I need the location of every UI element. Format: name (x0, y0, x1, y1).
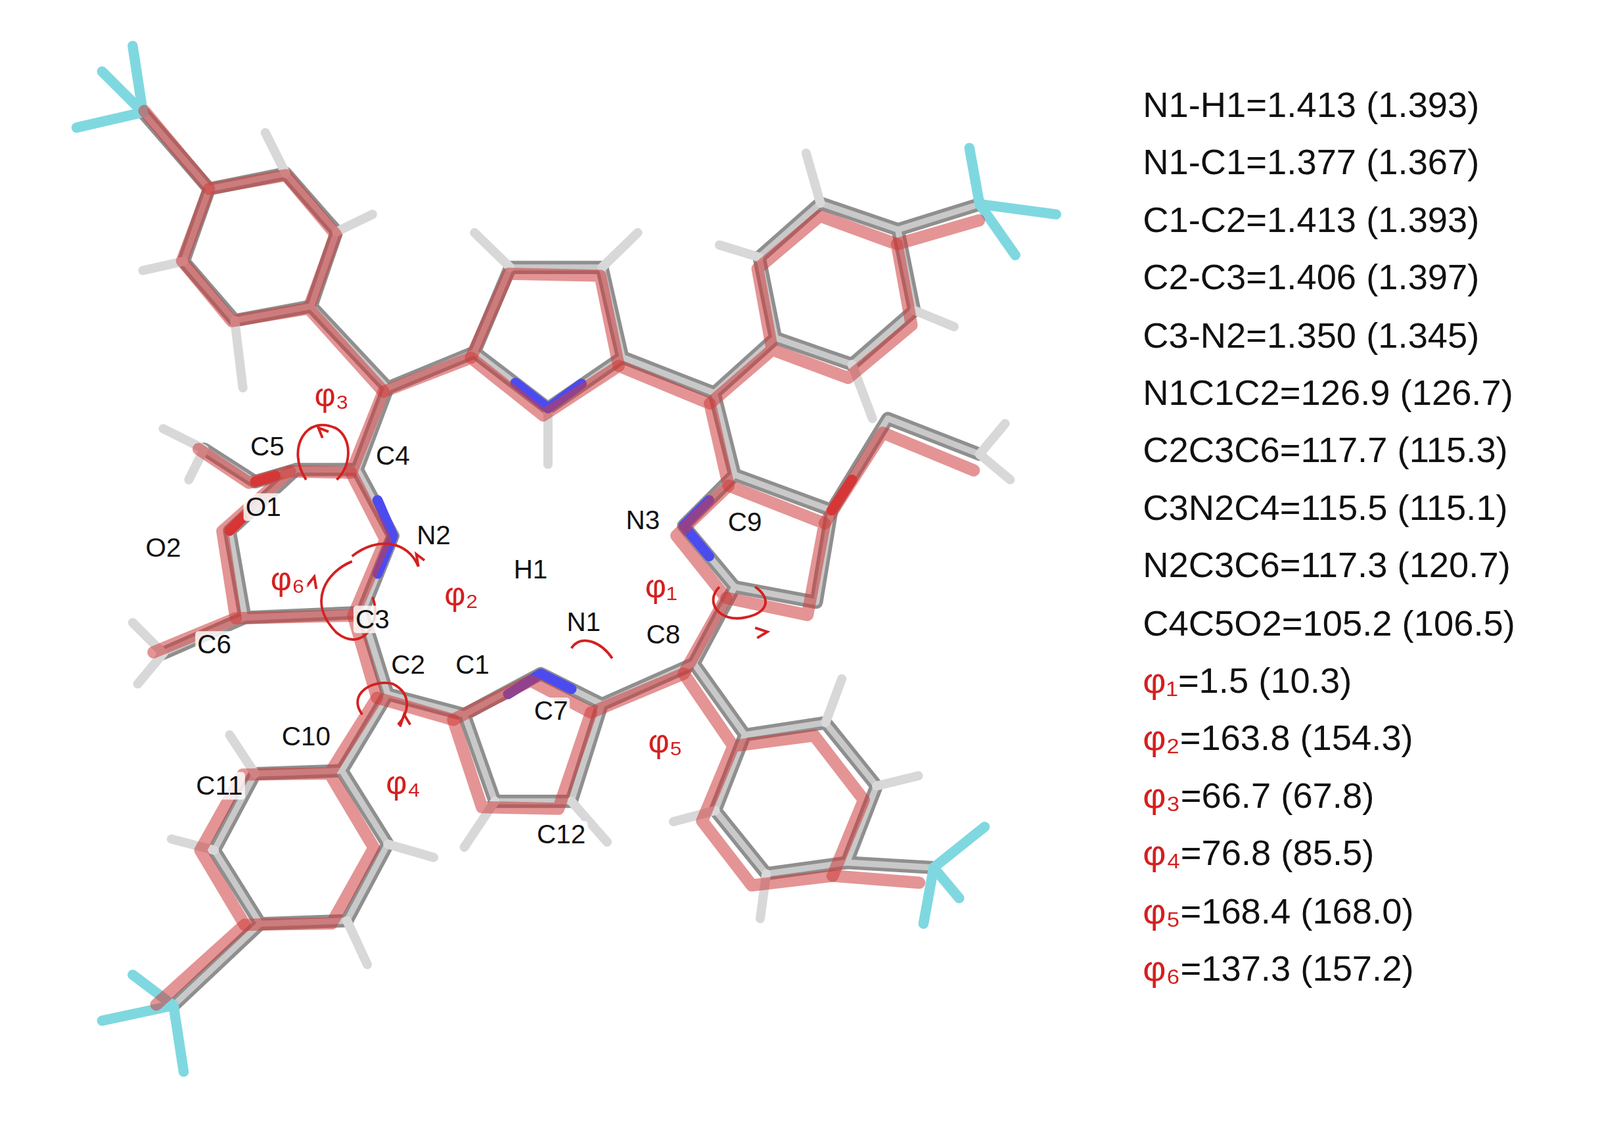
angle-label: φ₃ (312, 378, 351, 413)
angle-symbol: φ₂ (1142, 719, 1180, 757)
value-row: φ₂=163.8 (154.3) (1142, 719, 1413, 757)
angle-label: φ₁ (643, 569, 680, 604)
value-row: N1-H1=1.413 (1.393) (1142, 86, 1480, 124)
value-row: C2-C3=1.406 (1.397) (1142, 258, 1480, 297)
geometry-value: N1-H1=1.413 (1.393) (1142, 86, 1480, 124)
angle-symbol: φ₃ (1142, 776, 1181, 815)
geometry-value: C3-N2=1.350 (1.345) (1142, 316, 1480, 355)
atom-label: O1 (243, 493, 284, 522)
angle-label: φ₅ (645, 724, 685, 759)
atom-label: N1 (564, 608, 603, 637)
angle-symbol: φ₆ (1142, 949, 1181, 987)
geometry-value: C2C3C6=117.7 (115.3) (1142, 431, 1508, 470)
value-row: φ₆=137.3 (157.2) (1142, 949, 1414, 987)
value-row: φ₄=76.8 (85.5) (1142, 834, 1374, 872)
atom-label: C5 (248, 433, 287, 461)
atom-label: N2 (414, 521, 453, 550)
atom-label: C10 (279, 722, 333, 751)
value-row: N1C1C2=126.9 (126.7) (1142, 373, 1514, 412)
angle-symbol: φ₄ (1142, 834, 1181, 872)
atom-label: C2 (388, 651, 428, 679)
geometry-value: C3N2C4=115.5 (115.1) (1142, 489, 1508, 527)
value-row: C3N2C4=115.5 (115.1) (1142, 489, 1508, 527)
geometry-value: =168.4 (168.0) (1180, 892, 1414, 930)
atom-label: C11 (193, 772, 245, 800)
geometry-value: =1.5 (10.3) (1178, 661, 1352, 700)
atom-label: C12 (534, 820, 588, 849)
atom-label: C1 (453, 651, 492, 679)
atom-label: C6 (195, 630, 234, 659)
atom-label: O2 (143, 534, 183, 562)
angle-symbol: φ₁ (1142, 661, 1179, 700)
angle-label: φ₂ (442, 577, 481, 612)
angle-label: φ₄ (383, 766, 423, 801)
atom-label: C7 (532, 697, 571, 725)
geometry-value: N1-C1=1.377 (1.367) (1142, 143, 1480, 182)
atom-label: C4 (373, 442, 412, 470)
value-row: C4C5O2=105.2 (106.5) (1142, 604, 1516, 642)
geometry-value: N2C3C6=117.3 (120.7) (1142, 546, 1510, 585)
value-row: φ₁=1.5 (10.3) (1142, 661, 1352, 700)
atom-label: C9 (726, 508, 765, 537)
value-row: N2C3C6=117.3 (120.7) (1142, 546, 1510, 585)
geometry-value: C4C5O2=105.2 (106.5) (1142, 604, 1516, 642)
atom-label: C8 (643, 620, 683, 649)
value-row: φ₃=66.7 (67.8) (1142, 776, 1374, 815)
geometry-value: N1C1C2=126.9 (126.7) (1142, 373, 1514, 412)
geometry-value: =163.8 (154.3) (1180, 719, 1414, 757)
geometry-value: =137.3 (157.2) (1180, 949, 1414, 987)
value-row: C2C3C6=117.7 (115.3) (1142, 431, 1508, 470)
atom-label: H1 (511, 555, 550, 583)
atom-label: N3 (623, 506, 662, 535)
geometry-value: C1-C2=1.413 (1.393) (1142, 201, 1480, 240)
geometry-value: C2-C3=1.406 (1.397) (1142, 258, 1480, 297)
value-row: N1-C1=1.377 (1.367) (1142, 143, 1480, 182)
value-row: φ₅=168.4 (168.0) (1142, 892, 1414, 930)
angle-symbol: φ₅ (1142, 892, 1181, 930)
value-row: C3-N2=1.350 (1.345) (1142, 316, 1480, 355)
geometry-value: =66.7 (67.8) (1180, 776, 1375, 815)
value-row: C1-C2=1.413 (1.393) (1142, 201, 1480, 240)
geometry-value: =76.8 (85.5) (1180, 834, 1375, 872)
angle-label: φ₆ (268, 562, 307, 597)
atom-label: C3 (353, 605, 392, 633)
